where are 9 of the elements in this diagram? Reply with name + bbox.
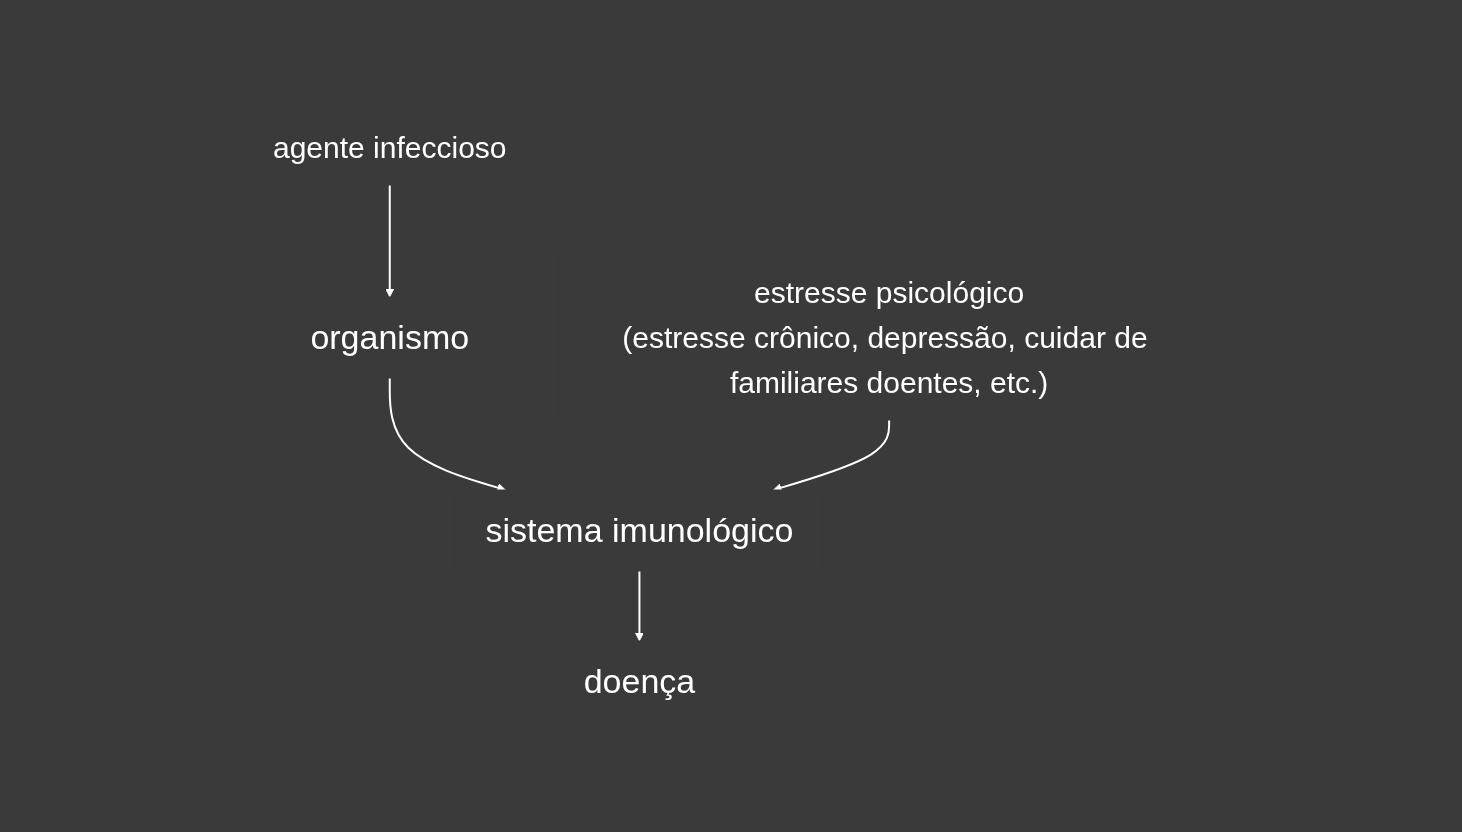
node-text: sistema imunológico bbox=[485, 511, 794, 549]
arrow bbox=[385, 184, 395, 298]
node-text: organismo bbox=[310, 318, 470, 356]
node-text: estresse psicológico (estresse crônico, depressão, cuidar de familiares doentes, etc.) bbox=[622, 276, 1148, 399]
node-text: agente infeccioso bbox=[272, 131, 507, 164]
arrow bbox=[635, 570, 644, 642]
node-text: doença bbox=[583, 662, 696, 700]
arrow bbox=[772, 419, 891, 492]
arrow bbox=[388, 377, 506, 492]
